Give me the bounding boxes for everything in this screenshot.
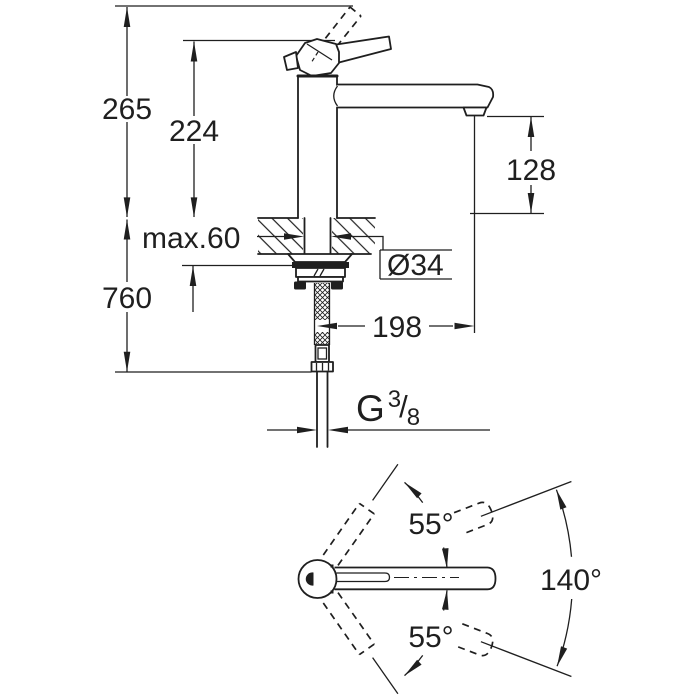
clamp-washer [287,253,353,263]
label-hole-diameter: Ø34 [387,249,444,282]
dim-hole-diameter: Ø34 [331,233,452,282]
spout-body-fillet [333,85,339,107]
spout-outline [337,83,495,109]
fixing-screw-left [294,281,306,290]
spout [333,83,495,117]
dim-swivel-total: 140° [540,488,602,668]
thread-denominator: 8 [407,404,420,431]
label-deck-thickness: max.60 [142,222,240,255]
dim-deck-thickness: max.60 [142,222,304,312]
dim-swivel-upper: 55° [402,479,454,569]
label-spout-reach: 198 [372,311,422,344]
swivel-stub-upper [453,501,494,535]
dim-height-to-lever: 224 [169,41,219,218]
supply-hose [310,283,334,448]
label-swivel-lower: 55° [408,621,453,654]
top-view: 55° 55° 140° [297,463,602,695]
aerator [462,106,488,117]
dim-spout-reach: 198 [317,116,476,344]
mounting-shank [303,217,332,255]
top-body [297,559,338,599]
faucet-body [297,75,338,219]
label-hose-length: 760 [102,282,152,315]
handle-hub [295,38,340,77]
dim-swivel-lower: 55° [402,589,454,679]
thread-numerator: 3 [388,386,401,413]
label-swivel-upper: 55° [408,508,453,541]
label-height-to-lever: 224 [169,115,219,148]
dim-height-overall: 265 [102,7,152,218]
label-swivel-total: 140° [540,564,602,597]
fixing-nut [297,276,344,283]
top-body-circle [297,559,338,599]
top-body-notch [305,572,314,586]
thread-slash: / [399,389,408,424]
top-spout-slot [336,572,391,583]
handle-hub-tab [283,51,299,71]
dim-spout-height: 128 [470,115,556,215]
side-view: 265 224 128 max.60 [102,5,556,448]
swivel-stub-lower [453,623,494,657]
swivel-boundary-lower [480,641,572,678]
top-spout-outline [334,566,497,591]
fixing-screw-right [331,281,343,290]
connection-tube [316,370,329,448]
label-height-overall: 265 [102,93,152,126]
swivel-boundary-upper [480,480,572,517]
dim-hose-length: 760 [102,219,312,373]
lever-raised-dashed [309,6,362,67]
lever-horizontal [332,35,392,64]
label-spout-height: 128 [506,154,556,187]
top-spout [334,566,497,591]
mounting-hardware [287,253,353,290]
swivel-spout-dashed-upper [322,463,399,566]
thread-g: G [356,388,385,429]
rubber-washer [292,262,349,268]
swivel-spout-dashed-lower [322,592,399,695]
handle-assembly [283,35,392,78]
